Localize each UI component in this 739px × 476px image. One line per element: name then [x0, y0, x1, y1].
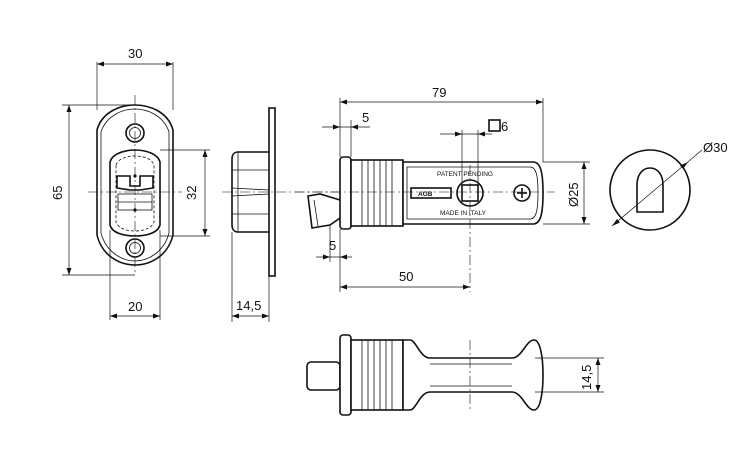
latch-opening-inner [115, 155, 155, 232]
dim-plate-width: 30 [128, 46, 142, 61]
latch-body [402, 161, 544, 225]
rosette-view: Ø30 [609, 140, 728, 231]
latch-opening [109, 149, 161, 237]
dim-opening-height: 32 [184, 186, 199, 200]
dim-backset: 50 [399, 269, 413, 284]
rosette-outline [609, 149, 691, 231]
dim-side-depth: 14,5 [236, 298, 261, 313]
square-symbol [488, 119, 501, 132]
dim-spindle-offset: 5 [329, 238, 336, 253]
bottom-sleeve [350, 339, 404, 411]
brand-logo-box [410, 187, 452, 199]
latch-bottom-view: 14,5 [306, 334, 604, 416]
made-in-label: MADE IN ITALY [440, 210, 487, 217]
dim-flange-thickness: 5 [362, 110, 369, 125]
patent-label: PATENT PENDING [437, 171, 493, 178]
rosette-slot [636, 167, 664, 213]
body-screw [513, 184, 531, 202]
dim-rosette-diameter: Ø30 [703, 140, 728, 155]
latch-bolt-face [116, 175, 154, 191]
bottom-tongue [306, 361, 341, 391]
front-view: 30 65 32 20 [50, 46, 210, 320]
bottom-body [402, 339, 544, 411]
dim-plate-height: 65 [50, 186, 65, 200]
dim-total-length: 79 [432, 85, 446, 100]
latch-flange [339, 156, 352, 230]
dim-body-diameter: Ø25 [566, 182, 581, 207]
brand-logo: AGB [418, 191, 433, 198]
latch-sleeve [350, 159, 404, 227]
top-screw-hole [125, 123, 145, 143]
latch-body-inner [406, 166, 539, 220]
dim-opening-width: 20 [128, 299, 142, 314]
side-view: 14,5 [222, 107, 340, 322]
dim-spindle-square: 6 [501, 119, 508, 134]
dim-bottom-height: 14,5 [579, 365, 594, 390]
latch-top-view: PATENT PENDING MADE IN ITALY AGB 79 5 6 [295, 85, 590, 292]
bottom-flange [339, 334, 352, 416]
latch-tongue [307, 193, 341, 229]
